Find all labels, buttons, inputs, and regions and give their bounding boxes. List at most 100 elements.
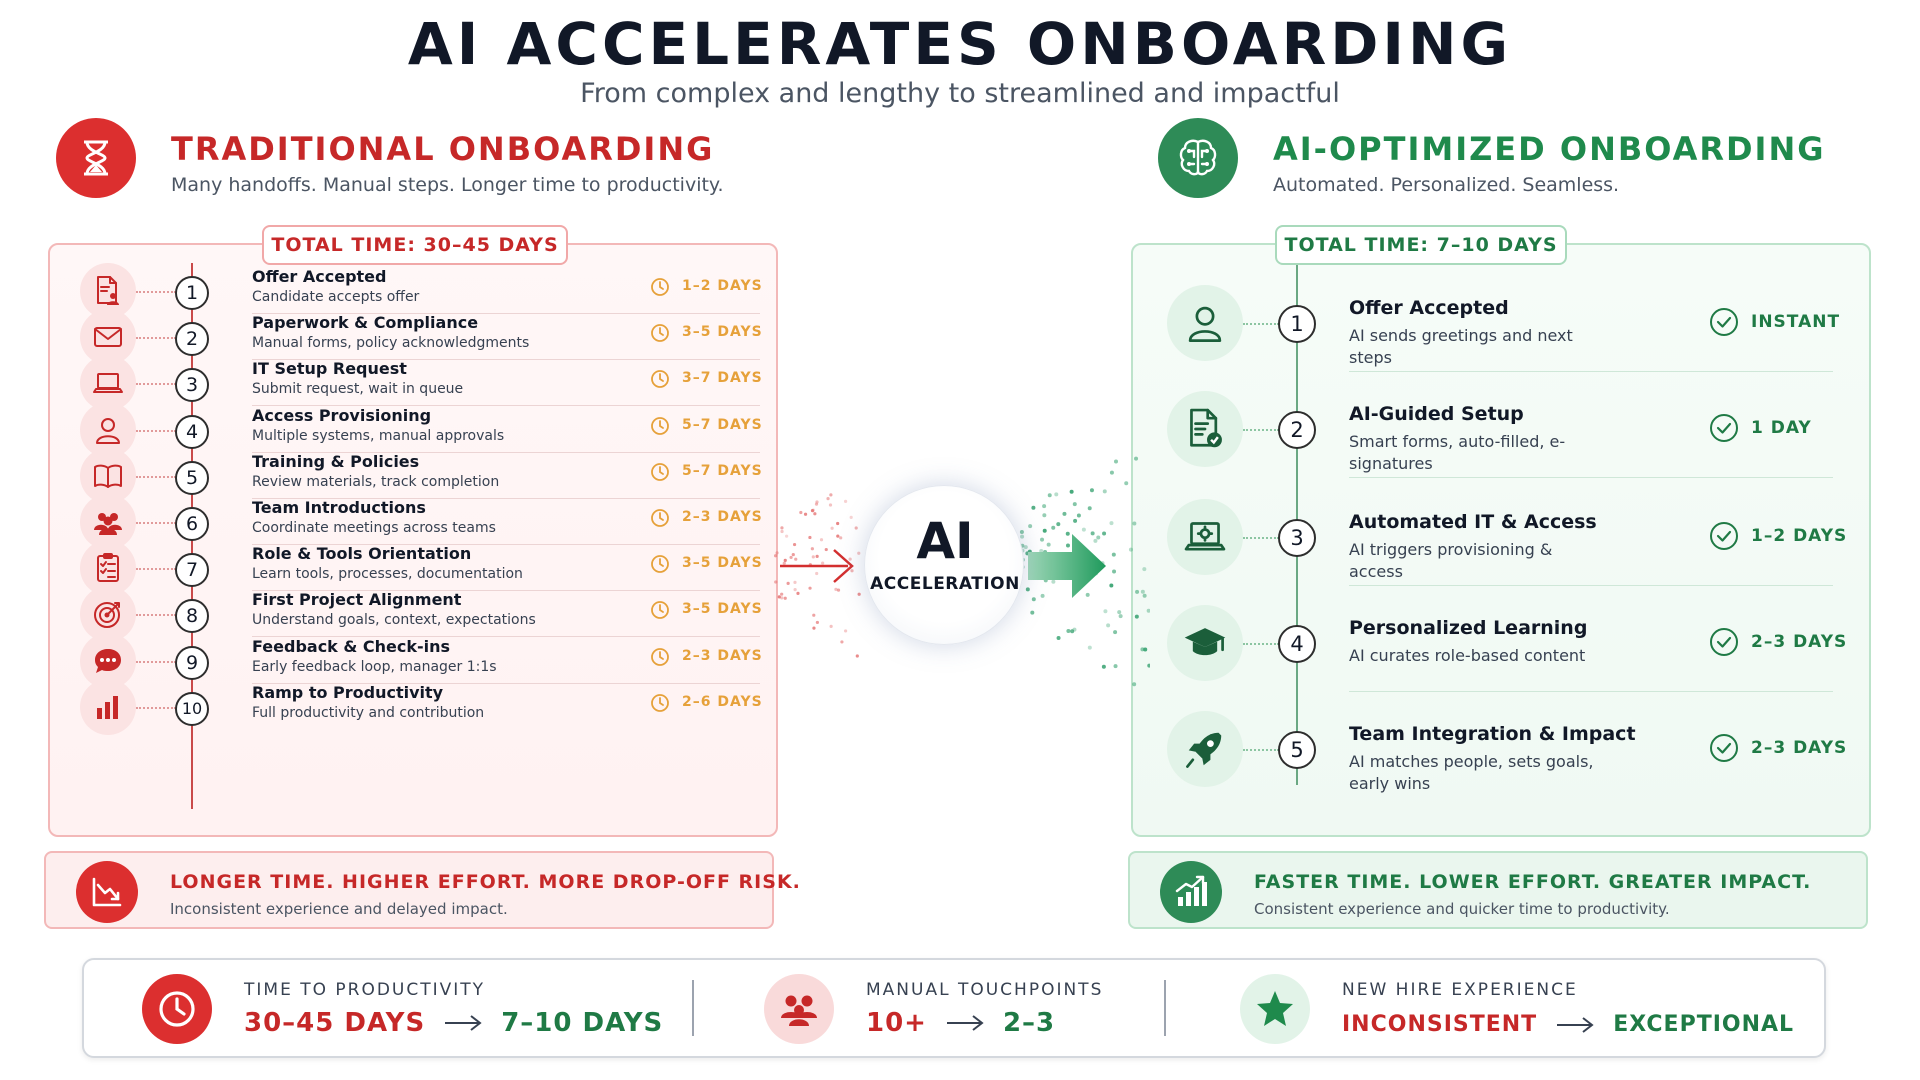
row-divider bbox=[252, 359, 760, 361]
arrow-right-icon bbox=[946, 1015, 984, 1031]
step-description: Understand goals, context, expectations bbox=[252, 612, 536, 629]
row-divider bbox=[1349, 691, 1833, 692]
traditional-banner-title: LONGER TIME. HIGHER EFFORT. MORE DROP-OF… bbox=[170, 871, 801, 893]
stat-divider bbox=[692, 980, 694, 1036]
ai-acceleration-badge: AI ACCELERATION bbox=[864, 485, 1024, 645]
connector bbox=[136, 383, 176, 386]
step-description: AI matches people, sets goals, early win… bbox=[1349, 752, 1594, 793]
stat-label: NEW HIRE EXPERIENCE bbox=[1342, 980, 1578, 1000]
ai-title: AI-OPTIMIZED ONBOARDING bbox=[1273, 130, 1826, 168]
graduation-cap-icon bbox=[1167, 605, 1243, 681]
step-number: 8 bbox=[175, 599, 209, 634]
stat-value: INCONSISTENT EXCEPTIONAL bbox=[1342, 1012, 1794, 1037]
clock-icon bbox=[651, 278, 669, 296]
row-divider bbox=[252, 405, 760, 407]
row-divider bbox=[252, 636, 760, 638]
step-title: First Project Alignment bbox=[252, 590, 462, 610]
step-description: Review materials, track completion bbox=[252, 473, 500, 490]
connector bbox=[136, 568, 176, 571]
step-number: 6 bbox=[175, 507, 209, 541]
step-title: Access Provisioning bbox=[252, 405, 432, 425]
connector bbox=[136, 475, 176, 478]
step-number: 2 bbox=[1278, 411, 1316, 449]
step-number: 7 bbox=[175, 553, 209, 588]
step-title: Feedback & Check-ins bbox=[252, 636, 451, 656]
clock-icon bbox=[651, 462, 669, 481]
step-description: Early feedback loop, manager 1:1s bbox=[252, 658, 497, 675]
step-number: 10 bbox=[175, 691, 209, 726]
ai-banner-subtitle: Consistent experience and quicker time t… bbox=[1254, 900, 1670, 918]
step-title: Offer Accepted bbox=[1349, 297, 1509, 319]
row-divider bbox=[252, 313, 760, 314]
step-duration: 2–3 DAYS bbox=[1751, 632, 1848, 652]
step-duration: 2–6 DAYS bbox=[682, 693, 763, 710]
traditional-total-time: TOTAL TIME: 30–45 DAYS bbox=[262, 225, 568, 265]
step-title: Role & Tools Orientation bbox=[252, 544, 472, 564]
row-divider bbox=[1349, 585, 1833, 586]
step-duration: 1–2 DAYS bbox=[1751, 526, 1848, 546]
arrow-right-icon bbox=[445, 1015, 482, 1031]
step-duration: 2–3 DAYS bbox=[682, 647, 763, 664]
clock-icon bbox=[651, 370, 669, 389]
step-description: Coordinate meetings across teams bbox=[252, 520, 496, 536]
step-title: Personalized Learning bbox=[1349, 617, 1588, 639]
step-duration: 5–7 DAYS bbox=[682, 462, 763, 479]
traditional-title: TRADITIONAL ONBOARDING bbox=[171, 130, 715, 168]
stat-to-value: 2–3 bbox=[1002, 1008, 1056, 1038]
traditional-banner-subtitle: Inconsistent experience and delayed impa… bbox=[170, 900, 508, 918]
check-circle-icon bbox=[1710, 308, 1738, 336]
stat-from-value: 30–45 DAYS bbox=[244, 1008, 426, 1038]
step-description: AI curates role-based content bbox=[1349, 646, 1586, 665]
connector bbox=[136, 614, 176, 617]
connector bbox=[136, 337, 176, 340]
row-divider bbox=[1349, 371, 1833, 372]
stat-value: 30–45 DAYS 7–10 DAYS bbox=[244, 1008, 663, 1038]
step-duration: 2–3 DAYS bbox=[1751, 738, 1848, 758]
check-circle-icon bbox=[1710, 414, 1738, 442]
user-icon bbox=[1167, 285, 1243, 361]
step-description: Candidate accepts offer bbox=[252, 289, 420, 305]
step-description: Smart forms, auto-filled, e-signatures bbox=[1349, 432, 1566, 473]
connector bbox=[136, 291, 176, 293]
step-number: 5 bbox=[1278, 731, 1316, 769]
connector bbox=[1243, 643, 1279, 645]
ai-banner-title: FASTER TIME. LOWER EFFORT. GREATER IMPAC… bbox=[1254, 871, 1812, 893]
step-title: Automated IT & Access bbox=[1349, 511, 1597, 533]
ai-summary-banner: FASTER TIME. LOWER EFFORT. GREATER IMPAC… bbox=[1128, 851, 1868, 929]
step-number: 3 bbox=[175, 368, 209, 403]
step-description: Manual forms, policy acknowledgments bbox=[252, 335, 530, 352]
brain-icon bbox=[1158, 118, 1238, 198]
stat-to-value: EXCEPTIONAL bbox=[1613, 1012, 1795, 1037]
check-circle-icon bbox=[1710, 628, 1738, 656]
stat-value: 10+ 2–3 bbox=[866, 1008, 1055, 1038]
acceleration-effect bbox=[773, 456, 1150, 687]
connector bbox=[1243, 323, 1279, 325]
connector bbox=[1243, 537, 1279, 539]
rising-chart-icon bbox=[1160, 861, 1222, 923]
ai-total-time: TOTAL TIME: 7–10 DAYS bbox=[1275, 225, 1567, 265]
step-number: 4 bbox=[175, 414, 209, 449]
step-number: 3 bbox=[1278, 519, 1316, 557]
step-title: Team Introductions bbox=[252, 498, 426, 517]
rocket-icon bbox=[1167, 711, 1243, 787]
step-description: Learn tools, processes, documentation bbox=[252, 566, 523, 583]
check-circle-icon bbox=[1710, 734, 1738, 762]
step-number: 1 bbox=[175, 276, 209, 310]
page-subtitle: From complex and lengthy to streamlined … bbox=[580, 78, 1340, 109]
stat-label: TIME TO PRODUCTIVITY bbox=[244, 980, 486, 1000]
clock-icon bbox=[651, 647, 669, 666]
step-number: 2 bbox=[175, 322, 209, 357]
